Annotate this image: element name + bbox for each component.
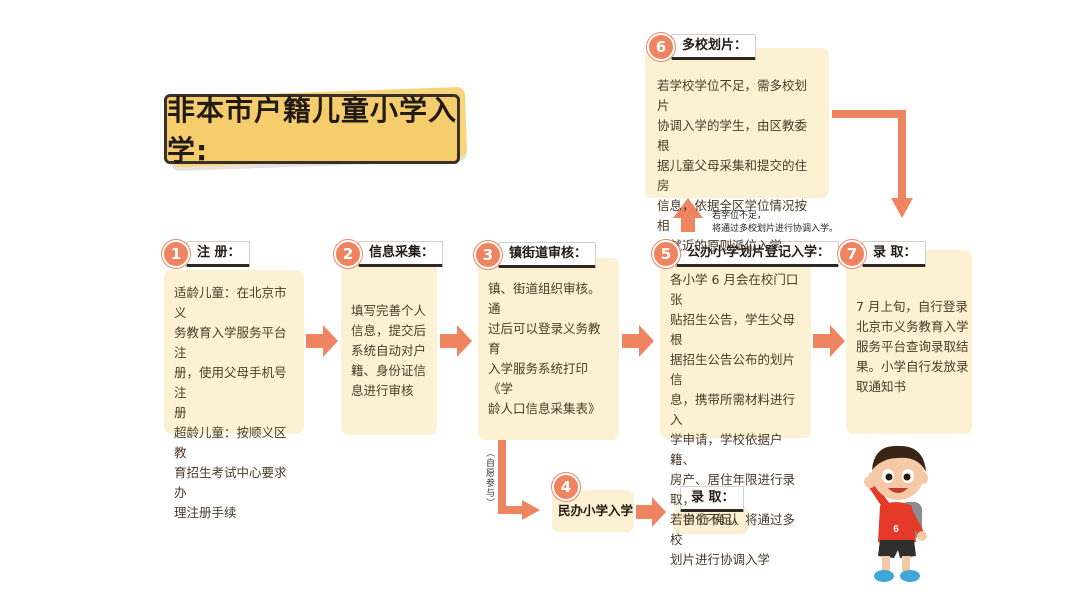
step-7-box: 7 月上旬，自行登录北京市义务教育入学服务平台查询录取结果。小学自行发放录取通知… [846,250,972,434]
step-7-label: 录 取： [862,241,926,267]
step-4-label: 民办小学入学 [558,503,634,518]
step-6-label: 多校划片： [671,34,757,60]
step-6-badge: 6 多校划片： [647,33,757,61]
step-2-label: 信息采集： [358,241,444,267]
step-1-label: 注 册： [186,241,250,267]
step-3-label: 镇街道审核： [498,242,597,268]
svg-text:6: 6 [893,524,899,535]
step-7-badge: 7 录 取： [838,240,926,268]
page-title: 非本市户籍儿童小学入学: [164,94,460,167]
step-3-box: 镇、街道组织审核。通过后可以登录义务教育入学服务系统打印《学龄人口信息采集表》 [478,258,619,440]
step-6-box: 若学校学位不足，需多校划片协调入学的学生，由区教委根据儿童父母采集和提交的住房信… [645,48,829,253]
step-5-badge: 5 公办小学划片登记入学： [652,240,840,268]
step-4-number: 4 [552,473,580,501]
step-5-box: 各小学 6 月会在校门口张贴招生公告，学生父母根据招生公告公布的划片信息，携带所… [660,258,811,567]
cartoon-boy-illustration: 6 [864,445,928,582]
step-4-badge: 4 [552,473,580,501]
step-3-badge: 3 镇街道审核： [474,241,597,269]
step-2-box: 填写完善个人信息，提交后系统自动对户籍、身份证信息进行审核 [341,255,437,435]
step-4-result-badge: 录 取： [680,486,744,512]
step-1-number: 1 [162,240,190,268]
step-5-number: 5 [652,240,680,268]
step-1-badge: 1 注 册： [162,240,250,268]
step-6-number: 6 [647,33,675,61]
step-4-result-label: 录 取： [680,486,744,512]
step-5-label: 公办小学划片登记入学： [676,241,840,267]
step-1-box: 适龄儿童：在北京市义务教育入学服务平台注册，使用父母手机号注册超龄儿童：按顺义区… [164,270,304,520]
step-4-result-text: 自行确认 [683,512,742,527]
step-7-number: 7 [838,240,866,268]
voluntary-note: （自愿参与） [484,448,494,508]
step-2-number: 2 [334,240,362,268]
step-2-badge: 2 信息采集： [334,240,444,268]
step-3-number: 3 [474,241,502,269]
insufficient-seats-note: 若学位不足， 将通过多校划片进行协调入学。 [712,211,839,234]
